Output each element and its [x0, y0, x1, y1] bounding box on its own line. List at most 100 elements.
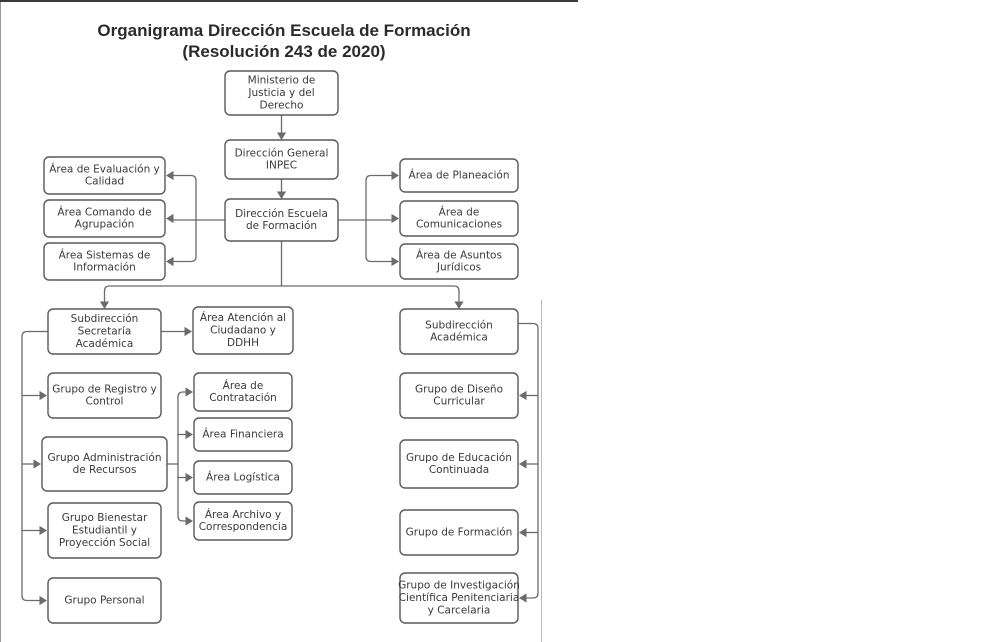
node-box — [399, 158, 519, 193]
connector-arrowhead — [166, 256, 174, 267]
node-box — [399, 572, 519, 624]
node-label: Área Logística — [206, 471, 280, 484]
node-box — [193, 372, 293, 412]
connector-arrowhead — [185, 472, 193, 483]
connector-arrowhead — [519, 593, 527, 603]
node-box — [43, 242, 166, 281]
node-box — [193, 417, 293, 452]
org-node-area-financiera[interactable]: Área Financiera — [193, 417, 293, 452]
connector — [453, 285, 460, 308]
node-box — [399, 243, 519, 280]
node-box — [193, 501, 293, 541]
node-box — [43, 156, 166, 195]
connector-arrowhead — [39, 595, 47, 606]
org-node-area-logistica[interactable]: Área Logística — [193, 460, 293, 495]
node-box — [399, 509, 519, 556]
connector-arrowhead — [391, 256, 399, 267]
node-box — [47, 577, 162, 624]
node-box — [399, 439, 519, 489]
connector-arrowhead — [39, 390, 47, 401]
connector-arrowhead — [391, 170, 399, 181]
node-label: Grupo Personal — [64, 595, 144, 607]
node-box — [47, 502, 162, 559]
connector-arrowhead — [185, 429, 193, 440]
node-box — [41, 436, 168, 492]
org-node-area-planeacion[interactable]: Área de Planeación — [399, 158, 519, 193]
connector-arrowhead — [185, 516, 193, 526]
connector — [177, 391, 186, 398]
node-box — [399, 200, 519, 237]
node-label: Área Financiera — [202, 428, 283, 441]
connector-arrowhead — [519, 459, 527, 469]
org-node-grupo-personal[interactable]: Grupo Personal — [47, 577, 162, 624]
connector-arrowhead — [185, 387, 193, 397]
connector — [21, 330, 48, 602]
connector-arrowhead — [391, 213, 399, 224]
node-box — [399, 372, 519, 419]
connector-arrowhead — [166, 170, 174, 181]
connector-arrowhead — [519, 390, 527, 401]
connector — [173, 174, 197, 181]
connector — [365, 256, 392, 263]
connector-layer — [21, 115, 539, 606]
node-box — [193, 460, 293, 495]
node-box — [47, 308, 162, 355]
node-label: Grupo de Formación — [406, 527, 513, 539]
connector — [518, 322, 539, 599]
node-box — [224, 198, 339, 242]
node-box — [224, 70, 339, 116]
node-box — [399, 308, 519, 355]
connector — [365, 174, 392, 181]
connector-arrowhead — [33, 459, 41, 469]
connector — [173, 256, 197, 263]
node-label: Área de Planeación — [409, 169, 510, 182]
page-frame-left-line — [0, 2, 1, 642]
connector — [103, 285, 110, 308]
connector-arrowhead — [276, 132, 287, 140]
connector-arrowhead — [39, 525, 47, 536]
connector-arrowhead — [519, 527, 527, 538]
connector-arrowhead — [99, 301, 110, 309]
node-box — [43, 199, 166, 238]
node-box — [192, 306, 294, 355]
connector — [177, 515, 186, 522]
page-frame-inner-right-line — [541, 300, 542, 642]
org-node-grupo-formacion[interactable]: Grupo de Formación — [399, 509, 519, 556]
